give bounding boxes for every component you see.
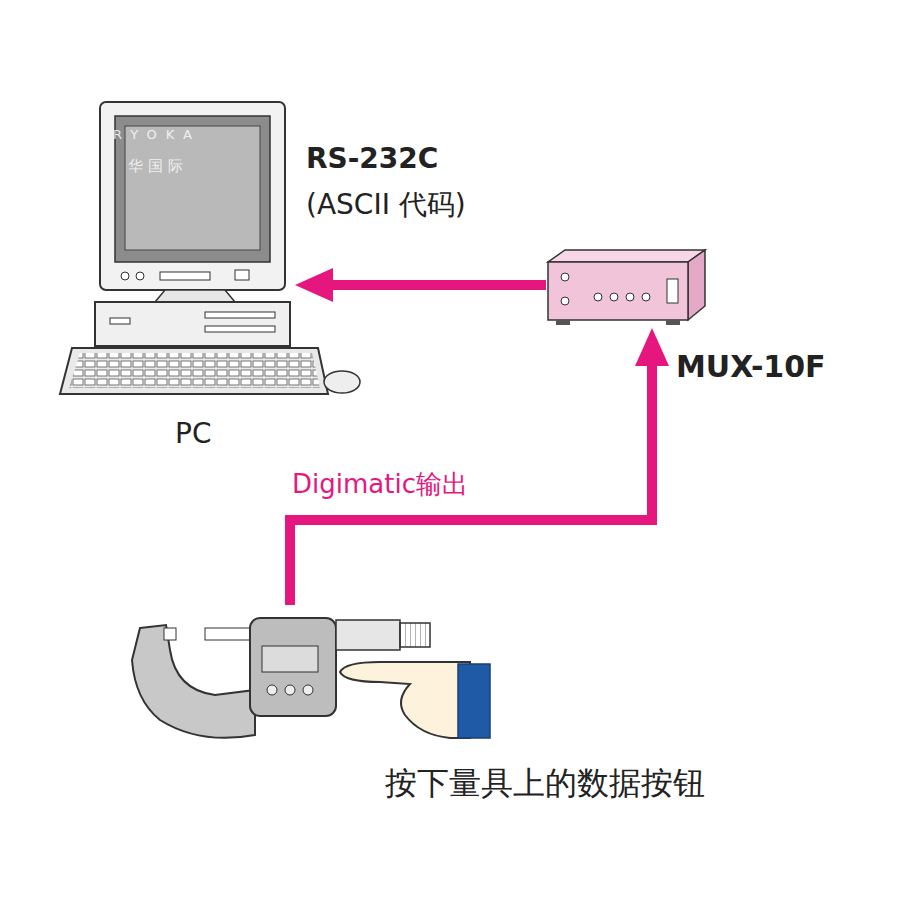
device-connector [561,273,569,281]
node-label: PC [175,418,211,450]
monitor-stand [155,290,235,302]
device-lamp [626,293,634,301]
monitor-button [121,272,129,280]
drive-slot [205,312,275,318]
device-label: MUX-10F [676,350,826,385]
mouse [324,371,360,393]
device-foot [666,320,680,325]
hand-illustration [340,662,490,738]
drive-slot [205,326,275,332]
gauge-node: 按下量具上的数据按钮 [130,605,490,745]
monitor-switch [235,270,249,280]
keyboard [60,348,328,394]
device-lamp [594,293,602,301]
edge-label: RS-232C (ASCII 代码) [306,136,496,228]
case-slot [110,318,130,324]
computer-case [95,302,290,346]
device-foot [556,320,570,325]
micrometer-body [250,618,336,716]
micrometer-button [303,685,313,695]
computer-node: PC [95,100,295,400]
micrometer-button [285,685,295,695]
monitor-button [136,272,144,280]
micrometer-ratchet [400,623,430,647]
mux-illustration [548,250,705,325]
device-connector [561,297,569,305]
device-front [548,262,688,320]
monitor-frame [100,102,285,290]
device-side [688,250,705,320]
device-node: MUX-10F [546,250,706,328]
micrometer-frame [132,625,255,738]
watermark: 华国际 [128,158,188,175]
device-top [548,250,705,262]
micrometer-button [267,685,277,695]
micrometer-display [262,646,318,672]
micrometer-thimble [336,620,400,650]
monitor-control [160,272,210,280]
device-lamp [642,293,650,301]
signal-arrow [331,280,546,290]
pointing-hand [340,662,470,738]
device-lamp [610,293,618,301]
micrometer-anvil [164,628,176,640]
sleeve-cuff [458,664,490,738]
edge-label: Digimatic输出 [292,470,468,500]
keyboard-keys [69,353,320,388]
monitor-screen [125,126,260,250]
watermark: RYOKA [113,128,201,143]
caption-label: 按下量具上的数据按钮 [385,765,705,802]
signal-arrow [290,364,652,605]
device-switch [667,279,678,303]
